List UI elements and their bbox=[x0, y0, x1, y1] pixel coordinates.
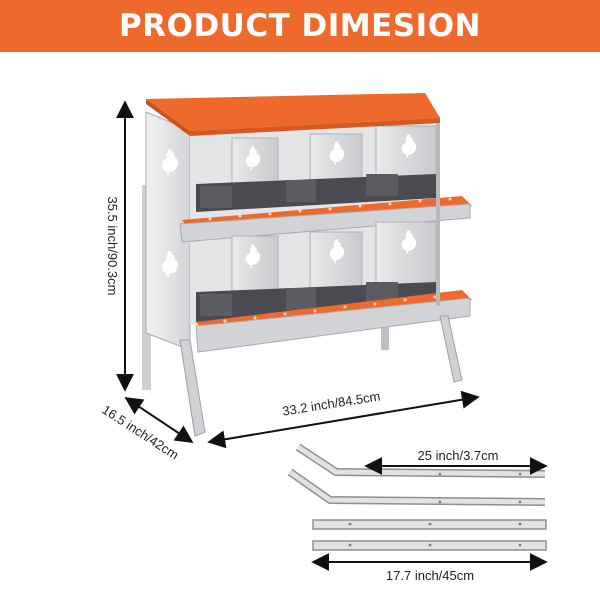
front-left-leg bbox=[179, 339, 206, 437]
divider bbox=[231, 235, 279, 297]
dimension-arrow-icon bbox=[124, 397, 194, 443]
front-right-leg bbox=[439, 315, 463, 383]
upper-tray-front bbox=[179, 203, 471, 243]
leg-parts: 25 inch/3.7cm 17.7 inch/45cm bbox=[287, 443, 548, 583]
banner-title: PRODUCT DIMESION bbox=[119, 8, 481, 44]
long-leg-label: 25 inch/3.7cm bbox=[418, 448, 499, 463]
width-dimension: 33.2 inch/84.5cm bbox=[207, 388, 480, 449]
divider bbox=[375, 221, 437, 287]
nesting-box bbox=[142, 93, 472, 437]
short-leg-label: 17.7 inch/45cm bbox=[386, 568, 474, 583]
roof bbox=[146, 93, 440, 131]
title-banner: PRODUCT DIMESION bbox=[0, 0, 600, 52]
height-dimension: 35.5 inch/90.3cm bbox=[105, 100, 134, 392]
height-label: 35.5 inch/90.3cm bbox=[105, 196, 120, 295]
width-label: 33.2 inch/84.5cm bbox=[281, 388, 381, 418]
depth-label: 16.5 inch/42cm bbox=[99, 402, 181, 463]
dimension-arrow-icon bbox=[207, 390, 480, 449]
depth-dimension: 16.5 inch/42cm bbox=[99, 397, 194, 463]
lower-tray-front bbox=[195, 297, 471, 353]
